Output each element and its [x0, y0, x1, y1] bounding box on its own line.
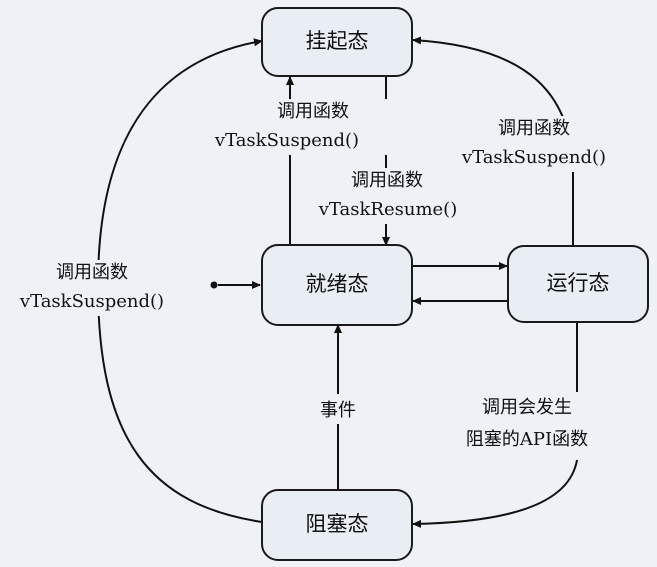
label-running-to-blocked-line1: 调用会发生 — [482, 397, 572, 418]
label-mask-running-to-blocked — [438, 394, 618, 456]
label-blocked-to-ready: 事件 — [320, 400, 356, 421]
label-mask-suspended-to-ready — [318, 168, 464, 224]
label-running-to-suspended-line2: vTaskSuspend() — [461, 147, 606, 168]
label-suspended-to-ready-line2: vTaskResume() — [318, 199, 457, 220]
state-blocked-label: 阻塞态 — [306, 512, 369, 536]
label-running-to-suspended-line1: 调用函数 — [498, 118, 570, 139]
label-mask-running-to-suspended — [455, 116, 615, 172]
label-running-to-blocked-line2: 阻塞的API函数 — [466, 429, 588, 450]
label-mask-blocked-to-suspended — [12, 260, 172, 316]
label-ready-to-suspended-line1: 调用函数 — [277, 101, 349, 122]
initial-dot — [210, 281, 218, 289]
state-running-label: 运行态 — [547, 271, 610, 295]
label-blocked-to-suspended-line2: vTaskSuspend() — [19, 291, 164, 312]
label-ready-to-suspended-line2: vTaskSuspend() — [214, 130, 359, 151]
label-mask-ready-to-suspended — [236, 99, 398, 155]
state-suspended-label: 挂起态 — [306, 29, 369, 53]
label-blocked-to-suspended-line1: 调用函数 — [56, 262, 128, 283]
arrow-running-to-blocked — [412, 459, 578, 528]
state-ready: 就绪态 — [261, 244, 413, 326]
state-suspended: 挂起态 — [261, 7, 413, 77]
state-ready-label: 就绪态 — [306, 272, 369, 296]
state-blocked: 阻塞态 — [261, 489, 413, 561]
state-running: 运行态 — [507, 245, 649, 323]
label-suspended-to-ready-line1: 调用函数 — [351, 170, 423, 191]
label-mask-blocked-to-ready — [305, 394, 371, 424]
